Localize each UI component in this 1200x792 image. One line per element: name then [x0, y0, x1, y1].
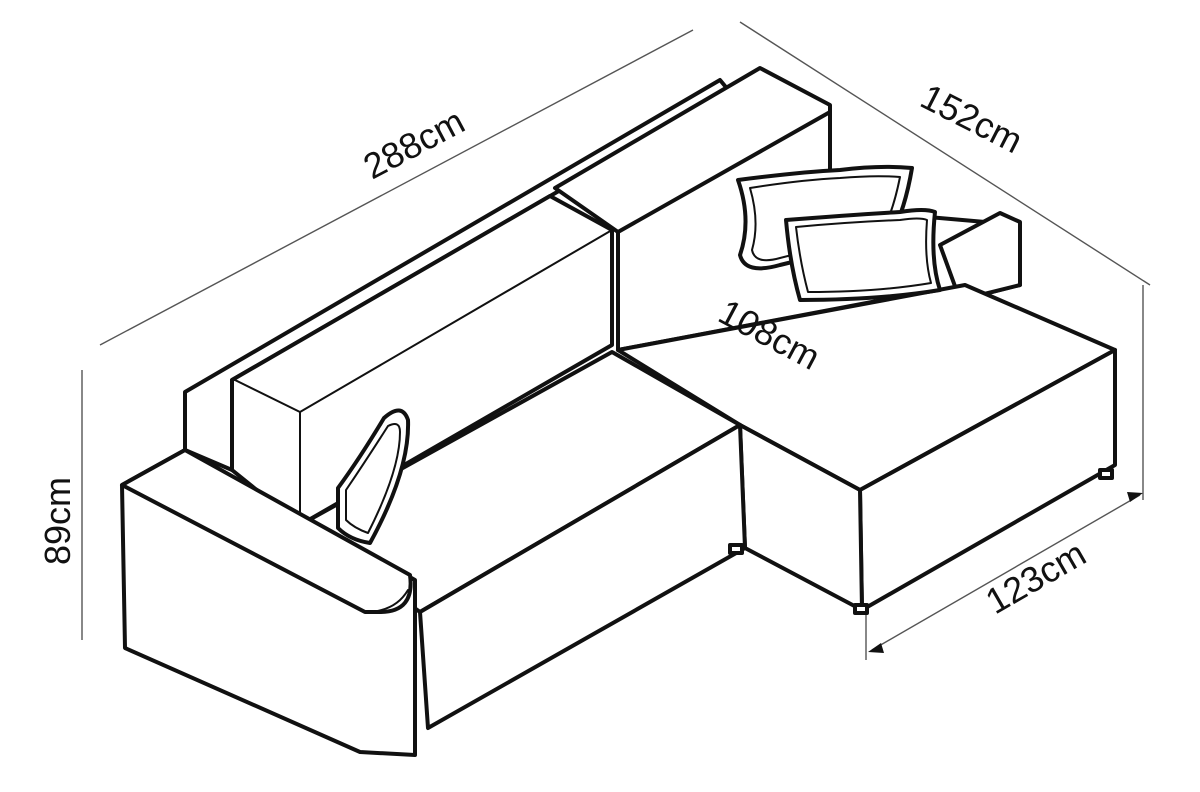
back-cushion-top-edge	[234, 229, 613, 414]
height-label: 89cm	[37, 477, 78, 565]
foot	[728, 543, 744, 555]
seat-pillow-seam	[345, 423, 401, 534]
foot	[1098, 468, 1114, 480]
arrow-head	[868, 643, 884, 653]
foot	[853, 603, 869, 615]
seat-pillow	[336, 408, 411, 545]
width-label: 288cm	[357, 100, 472, 187]
main-seat-front	[418, 423, 747, 730]
left-arm-curve	[364, 589, 409, 613]
chaise-width-dimension-line	[871, 494, 1141, 651]
chaise-depth-label: 152cm	[914, 76, 1029, 162]
chaise-back-pillow-seam	[749, 175, 901, 262]
sofa-drawing	[120, 66, 1117, 757]
chaise-front-pillow	[784, 208, 942, 302]
chaise-width-label: 123cm	[979, 532, 1093, 622]
chaise-depth-dimension-line	[739, 21, 1151, 286]
left-arm-top	[120, 448, 413, 614]
middle-back-cushion	[230, 194, 614, 527]
chaise-front-pillow-seam	[795, 217, 932, 293]
arrow-head	[1127, 492, 1143, 502]
width-dimension-line	[99, 29, 694, 346]
